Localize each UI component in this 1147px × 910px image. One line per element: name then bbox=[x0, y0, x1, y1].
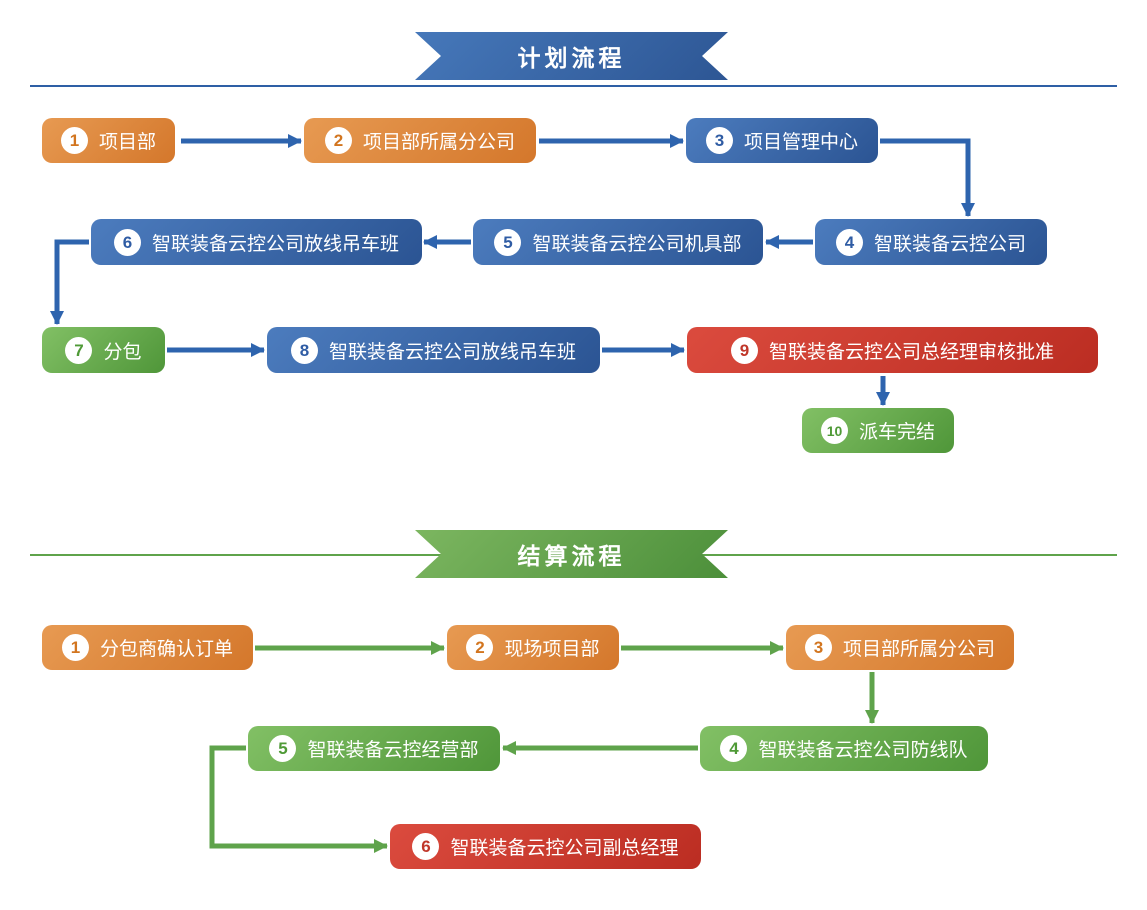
flow-node-plan-3: 3 项目管理中心 bbox=[686, 118, 878, 163]
step-number-badge: 6 bbox=[113, 228, 141, 256]
step-number-badge: 3 bbox=[705, 127, 733, 154]
step-number-badge: 9 bbox=[730, 336, 758, 364]
plan-banner-title: 计划流程 bbox=[517, 45, 626, 71]
step-label: 项目部 bbox=[98, 132, 156, 153]
step-number-badge: 3 bbox=[804, 634, 832, 661]
settle-banner-title: 结算流程 bbox=[517, 543, 626, 569]
step-number-badge: 4 bbox=[835, 228, 863, 256]
step-label: 智联装备云控公司副总经理 bbox=[450, 838, 679, 859]
settle-banner: 结算流程 bbox=[415, 530, 728, 578]
flow-node-settle-2: 2 现场项目部 bbox=[447, 625, 619, 670]
flow-node-settle-3: 3 项目部所属分公司 bbox=[786, 625, 1014, 670]
step-label: 智联装备云控经营部 bbox=[307, 740, 479, 761]
step-number-badge: 6 bbox=[412, 833, 440, 860]
step-label: 智联装备云控公司放线吊车班 bbox=[328, 341, 576, 363]
flow-node-settle-6: 6 智联装备云控公司副总经理 bbox=[390, 824, 701, 869]
step-number-badge: 10 bbox=[820, 417, 848, 444]
step-number-badge: 1 bbox=[61, 634, 89, 661]
connector-arrow bbox=[209, 745, 388, 853]
flow-node-settle-4: 4 智联装备云控公司防线队 bbox=[700, 726, 988, 771]
flow-node-plan-9: 9 智联装备云控公司总经理审核批准 bbox=[687, 327, 1098, 373]
step-label: 智联装备云控公司机具部 bbox=[532, 233, 742, 255]
step-label: 派车完结 bbox=[858, 422, 935, 443]
connector-arrow bbox=[50, 239, 89, 325]
step-label: 智联装备云控公司防线队 bbox=[758, 740, 968, 761]
flow-node-plan-1: 1 项目部 bbox=[42, 118, 175, 163]
flow-node-plan-2: 2 项目部所属分公司 bbox=[304, 118, 536, 163]
flow-node-plan-7: 7 分包 bbox=[42, 327, 165, 373]
flow-node-plan-6: 6 智联装备云控公司放线吊车班 bbox=[91, 219, 422, 265]
plan-banner: 计划流程 bbox=[415, 32, 728, 80]
step-label: 项目部所属分公司 bbox=[362, 132, 515, 153]
flow-node-settle-5: 5 智联装备云控经营部 bbox=[248, 726, 500, 771]
step-label: 智联装备云控公司放线吊车班 bbox=[151, 233, 399, 255]
flow-node-plan-8: 8 智联装备云控公司放线吊车班 bbox=[267, 327, 600, 373]
flow-node-plan-10: 10 派车完结 bbox=[802, 408, 954, 453]
step-number-badge: 8 bbox=[290, 336, 318, 364]
step-number-badge: 5 bbox=[269, 735, 297, 762]
plan-divider-line bbox=[30, 85, 1117, 87]
step-label: 现场项目部 bbox=[504, 639, 600, 660]
step-label: 项目部所属分公司 bbox=[842, 639, 995, 660]
step-number-badge: 7 bbox=[65, 336, 93, 364]
step-number-badge: 1 bbox=[60, 127, 88, 154]
connector-arrow bbox=[880, 138, 975, 217]
step-label: 智联装备云控公司总经理审核批准 bbox=[768, 341, 1054, 363]
step-number-badge: 4 bbox=[720, 735, 748, 762]
step-number-badge: 2 bbox=[324, 127, 352, 154]
step-number-badge: 2 bbox=[466, 634, 494, 661]
flow-node-plan-5: 5 智联装备云控公司机具部 bbox=[473, 219, 763, 265]
step-number-badge: 5 bbox=[494, 228, 522, 256]
flow-node-plan-4: 4 智联装备云控公司 bbox=[815, 219, 1047, 265]
step-label: 分包商确认订单 bbox=[99, 639, 233, 660]
step-label: 智联装备云控公司 bbox=[873, 233, 1026, 255]
flow-node-settle-1: 1 分包商确认订单 bbox=[42, 625, 253, 670]
step-label: 项目管理中心 bbox=[743, 132, 858, 153]
step-label: 分包 bbox=[103, 341, 142, 363]
